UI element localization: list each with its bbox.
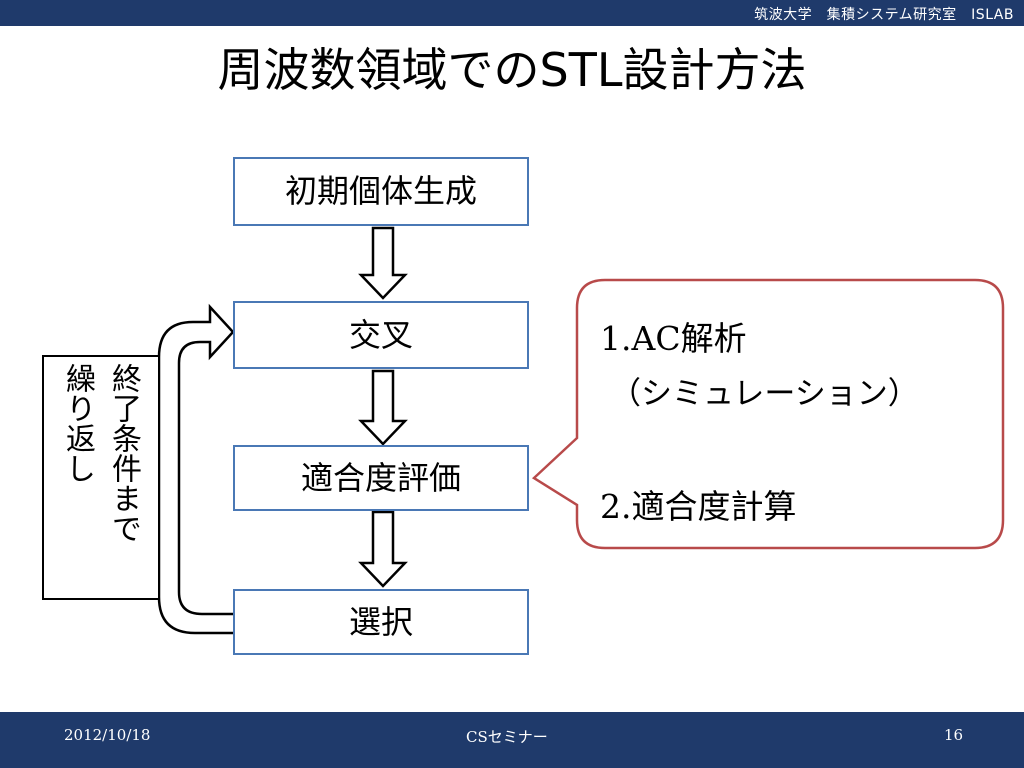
loop-label-col2: 繰り返し <box>60 363 95 483</box>
step-fitness-evaluation: 適合度評価 <box>233 445 529 511</box>
slide-title: 周波数領域でのSTL設計方法 <box>217 43 807 97</box>
footer-date: 2012/10/18 <box>64 726 151 744</box>
step-initial-population-label: 初期個体生成 <box>284 172 477 210</box>
arrow-down-1 <box>358 226 408 300</box>
step-initial-population: 初期個体生成 <box>233 157 529 226</box>
step-selection: 選択 <box>233 589 529 655</box>
callout-bubble <box>531 278 1005 550</box>
loop-label-col1: 終了条件まで <box>106 363 141 543</box>
callout-line-fitness-calc: 2.適合度計算 <box>600 487 797 526</box>
callout-line-ac-analysis: 1.AC解析 <box>600 319 747 358</box>
step-selection-label: 選択 <box>348 603 413 641</box>
header-bar: 筑波大学 集積システム研究室 ISLAB <box>0 0 1024 26</box>
loop-condition-box: 終了条件まで 繰り返し <box>42 355 160 600</box>
footer-title: CSセミナー <box>466 728 548 746</box>
lab-name: 筑波大学 集積システム研究室 ISLAB <box>754 7 1014 23</box>
step-fitness-evaluation-label: 適合度評価 <box>300 459 461 497</box>
loop-arrow <box>157 303 237 635</box>
step-crossover: 交叉 <box>233 301 529 369</box>
arrow-down-2 <box>358 369 408 446</box>
footer-page-number: 16 <box>944 726 964 744</box>
callout-line-simulation: （シミュレーション） <box>610 376 919 412</box>
footer-bar: 2012/10/18 CSセミナー 16 <box>0 712 1024 768</box>
step-crossover-label: 交叉 <box>348 316 413 354</box>
arrow-down-3 <box>358 510 408 588</box>
